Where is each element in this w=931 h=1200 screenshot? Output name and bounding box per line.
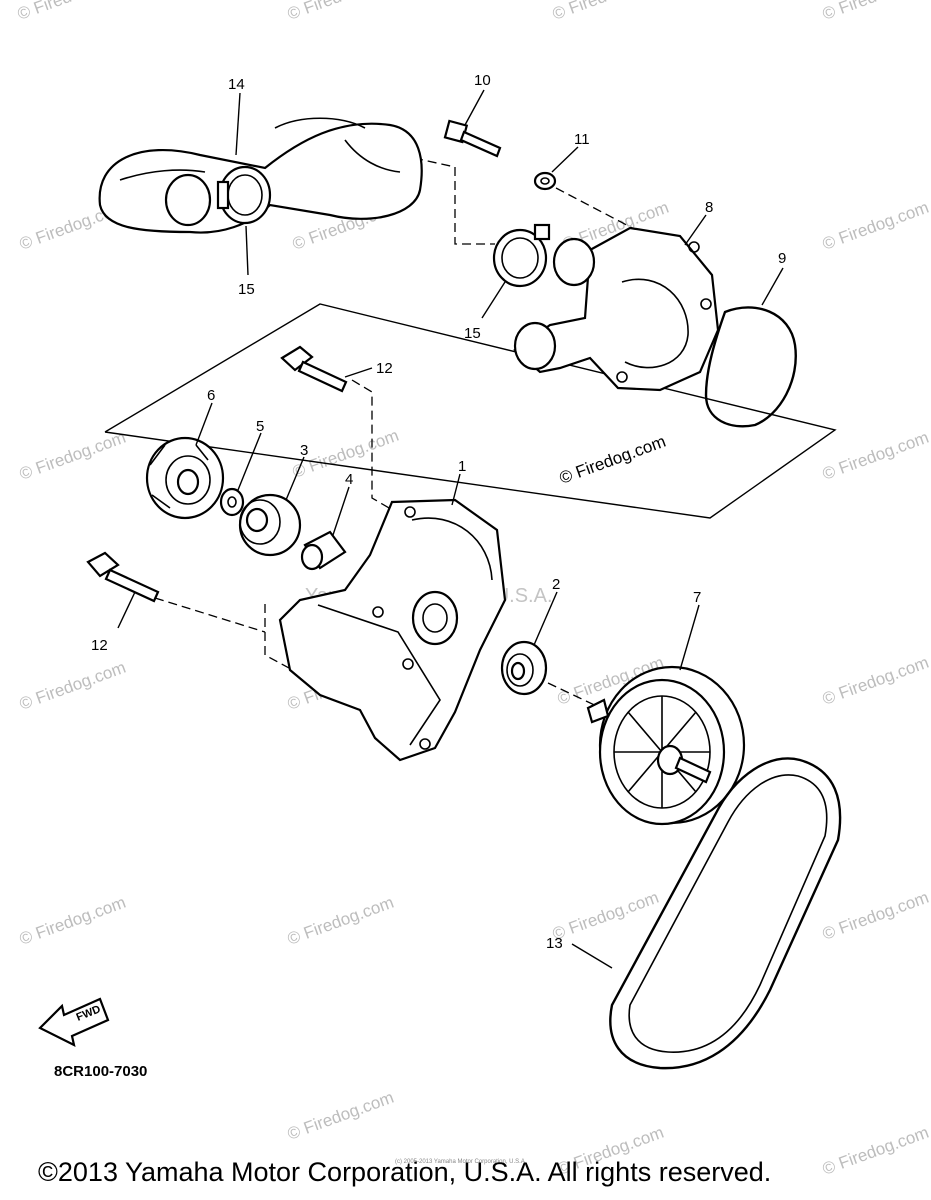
watermark: © Firedog.com [285, 1088, 396, 1144]
pump-cover [513, 226, 720, 392]
watermark: © Firedog.com [820, 1123, 931, 1179]
callout-6: 6 [207, 387, 215, 404]
bolt [280, 345, 348, 393]
gasket [704, 306, 797, 428]
callout-9: 9 [778, 250, 786, 267]
watermark: © Firedog.com [550, 888, 661, 944]
callout-3: 3 [300, 442, 308, 459]
leader-lines [154, 157, 641, 713]
watermark: © Firedog.com [820, 888, 931, 944]
watermark: © Firedog.com [17, 893, 128, 949]
callout-5: 5 [256, 418, 264, 435]
callout-2: 2 [552, 576, 560, 593]
drawing-code: 8CR100-7030 [54, 1063, 148, 1080]
watermark: © Firedog.com [550, 0, 661, 24]
v-belt [609, 757, 842, 1070]
callout-12: 12 [376, 360, 393, 377]
bolt [86, 551, 160, 603]
callout-12: 12 [91, 637, 108, 654]
callouts: 1 2 3 4 5 6 7 8 9 10 11 12 12 13 14 15 1… [91, 72, 786, 952]
callout-4: 4 [345, 471, 353, 488]
hose-clamp [216, 165, 272, 225]
watermark: © Firedog.com [17, 658, 128, 714]
callout-leaders [117, 89, 784, 969]
watermark: © Firedog.com [820, 653, 931, 709]
collar [300, 530, 347, 571]
callout-15: 15 [238, 281, 255, 298]
assembly-outline [104, 303, 837, 519]
callout-15: 15 [464, 325, 481, 342]
fwd-arrow-icon: FWD [38, 997, 110, 1048]
callout-11: 11 [574, 131, 590, 148]
pulley [586, 665, 746, 826]
tiny-copyright: (c) 2005-2013 Yamaha Motor Corporation, … [395, 1159, 527, 1165]
bearing [500, 640, 548, 696]
watermark: © Firedog.com [17, 428, 128, 484]
watermark-dark: © Firedog.com [557, 432, 668, 488]
watermark: © Firedog.com [820, 0, 931, 24]
copyright-notice: ©2013 Yamaha Motor Corporation, U.S.A. A… [38, 1157, 772, 1187]
pump-housing [278, 498, 507, 762]
watermark: © Firedog.com [285, 893, 396, 949]
mechanical-seal [238, 493, 302, 557]
callout-14: 14 [228, 76, 245, 93]
watermark: © Firedog.com [820, 198, 931, 254]
callout-1: 1 [458, 458, 466, 475]
watermark: © Firedog.com [15, 0, 126, 24]
hose-clamp [492, 223, 551, 288]
callout-7: 7 [693, 589, 701, 606]
callout-10: 10 [474, 72, 491, 89]
impeller [145, 436, 225, 520]
watermark: © Firedog.com [285, 0, 396, 24]
bolt [443, 119, 502, 158]
callout-8: 8 [705, 199, 713, 216]
watermark: © Firedog.com [820, 428, 931, 484]
washer [533, 171, 557, 191]
washer [219, 487, 245, 517]
callout-13: 13 [546, 935, 563, 952]
